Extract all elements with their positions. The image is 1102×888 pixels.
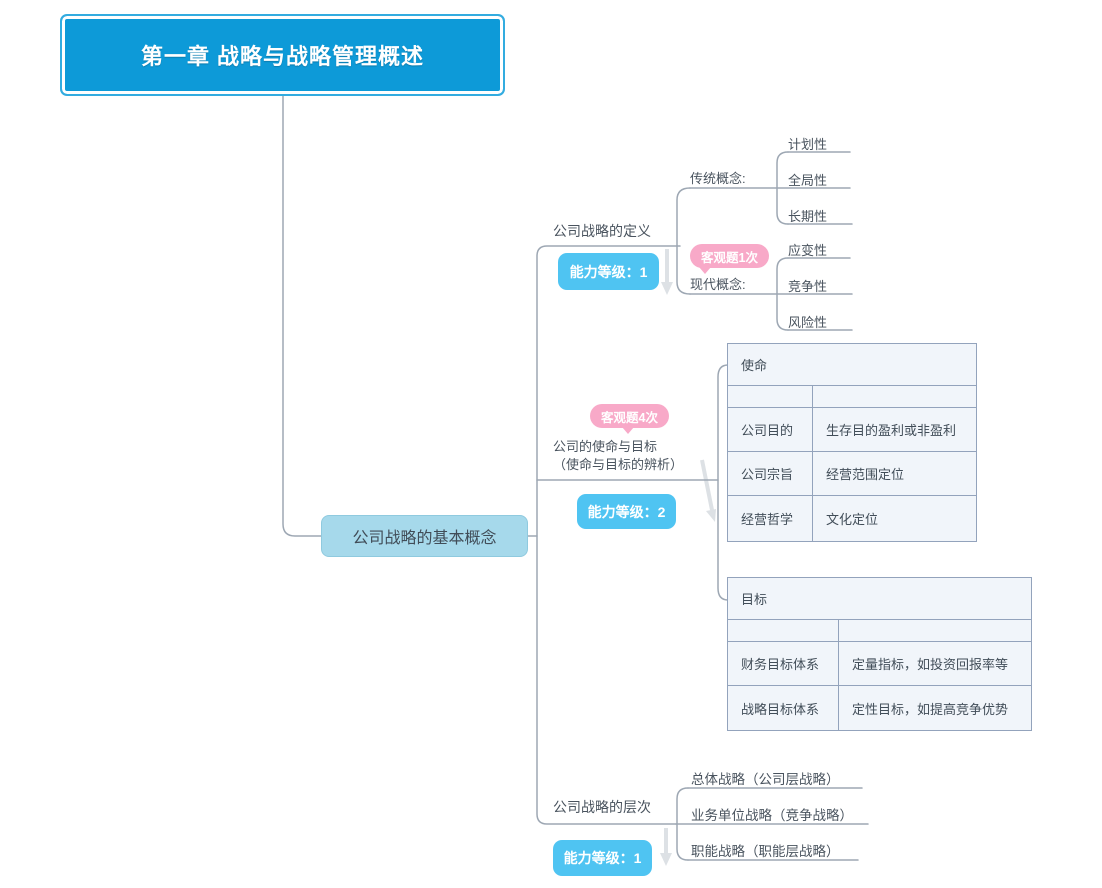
branch-mission[interactable]: 公司的使命与目标 （使命与目标的辨析） [553, 438, 683, 473]
branch-mission-line1: 公司的使命与目标 [553, 439, 658, 454]
goals-table[interactable]: 目标 财务目标体系 定量指标，如投资回报率等 战略目标体系 定性目标，如提高竞争… [727, 577, 1032, 731]
mission-table[interactable]: 使命 公司目的 生存目的盈利或非盈利 公司宗旨 经营范围定位 经营哲学 文化定位 [727, 343, 977, 542]
leaf-topic[interactable]: 风险性 [788, 315, 828, 330]
faint-arrow-group [660, 249, 716, 866]
table-row[interactable]: 财务目标体系 定量指标，如投资回报率等 [728, 642, 1031, 686]
branch-definition[interactable]: 公司战略的定义 [553, 223, 651, 239]
leaf-topic[interactable]: 长期性 [788, 209, 828, 224]
goals-table-title[interactable]: 目标 [728, 578, 1031, 620]
table-gap-row [728, 386, 976, 408]
badge-tail [622, 427, 634, 434]
table-cell[interactable]: 战略目标体系 [728, 686, 839, 730]
objective-count-badge[interactable]: 客观题4次 [590, 404, 669, 434]
table-cell[interactable]: 财务目标体系 [728, 642, 839, 685]
leaf-topic[interactable]: 全局性 [788, 173, 828, 188]
ability-badge-levels[interactable]: 能力等级：1 [553, 840, 652, 876]
table-cell[interactable]: 经营范围定位 [826, 467, 905, 482]
leaf-topic[interactable]: 应变性 [788, 243, 828, 258]
table-row[interactable]: 公司目的 生存目的盈利或非盈利 [728, 408, 976, 452]
table-cell[interactable]: 经营哲学 [728, 496, 813, 541]
ability-badge-mission[interactable]: 能力等级：2 [577, 494, 676, 529]
table-cell[interactable]: 公司目的 [728, 408, 813, 451]
branch-mission-line2: （使命与目标的辨析） [553, 456, 684, 472]
leaf-topic[interactable]: 总体战略（公司层战略） [691, 772, 840, 787]
objective-count-badge[interactable]: 客观题1次 [690, 244, 769, 274]
branch-levels[interactable]: 公司战略的层次 [553, 799, 651, 815]
table-cell[interactable]: 公司宗旨 [728, 452, 813, 495]
table-gap-cell [728, 620, 839, 641]
table-gap-cell [728, 386, 813, 407]
wire-group [282, 95, 869, 861]
leaf-topic[interactable]: 职能战略（职能层战略） [691, 844, 840, 859]
node-traditional-concept[interactable]: 传统概念: [690, 171, 746, 186]
leaf-topic[interactable]: 竞争性 [788, 279, 828, 294]
ability-badge-definition[interactable]: 能力等级：1 [558, 253, 659, 290]
objective-count-label: 客观题1次 [701, 250, 758, 265]
mission-table-title[interactable]: 使命 [728, 344, 976, 386]
leaf-topic[interactable]: 计划性 [788, 137, 828, 152]
table-gap-row [728, 620, 1031, 642]
table-cell[interactable]: 定量指标，如投资回报率等 [852, 657, 1009, 672]
table-cell[interactable]: 定性目标，如提高竞争优势 [852, 701, 1009, 717]
leaf-topic[interactable]: 业务单位战略（竞争战略） [691, 808, 853, 823]
objective-count-label: 客观题4次 [601, 410, 658, 425]
table-row[interactable]: 战略目标体系 定性目标，如提高竞争优势 [728, 686, 1031, 730]
table-row[interactable]: 经营哲学 文化定位 [728, 496, 976, 541]
table-cell[interactable]: 文化定位 [826, 512, 879, 527]
table-row[interactable]: 公司宗旨 经营范围定位 [728, 452, 976, 496]
root-topic[interactable]: 第一章 战略与战略管理概述 [60, 14, 505, 96]
node-modern-concept[interactable]: 现代概念: [690, 277, 746, 292]
badge-tail [699, 267, 711, 274]
main-topic[interactable]: 公司战略的基本概念 [321, 515, 528, 557]
table-cell[interactable]: 生存目的盈利或非盈利 [826, 423, 957, 438]
